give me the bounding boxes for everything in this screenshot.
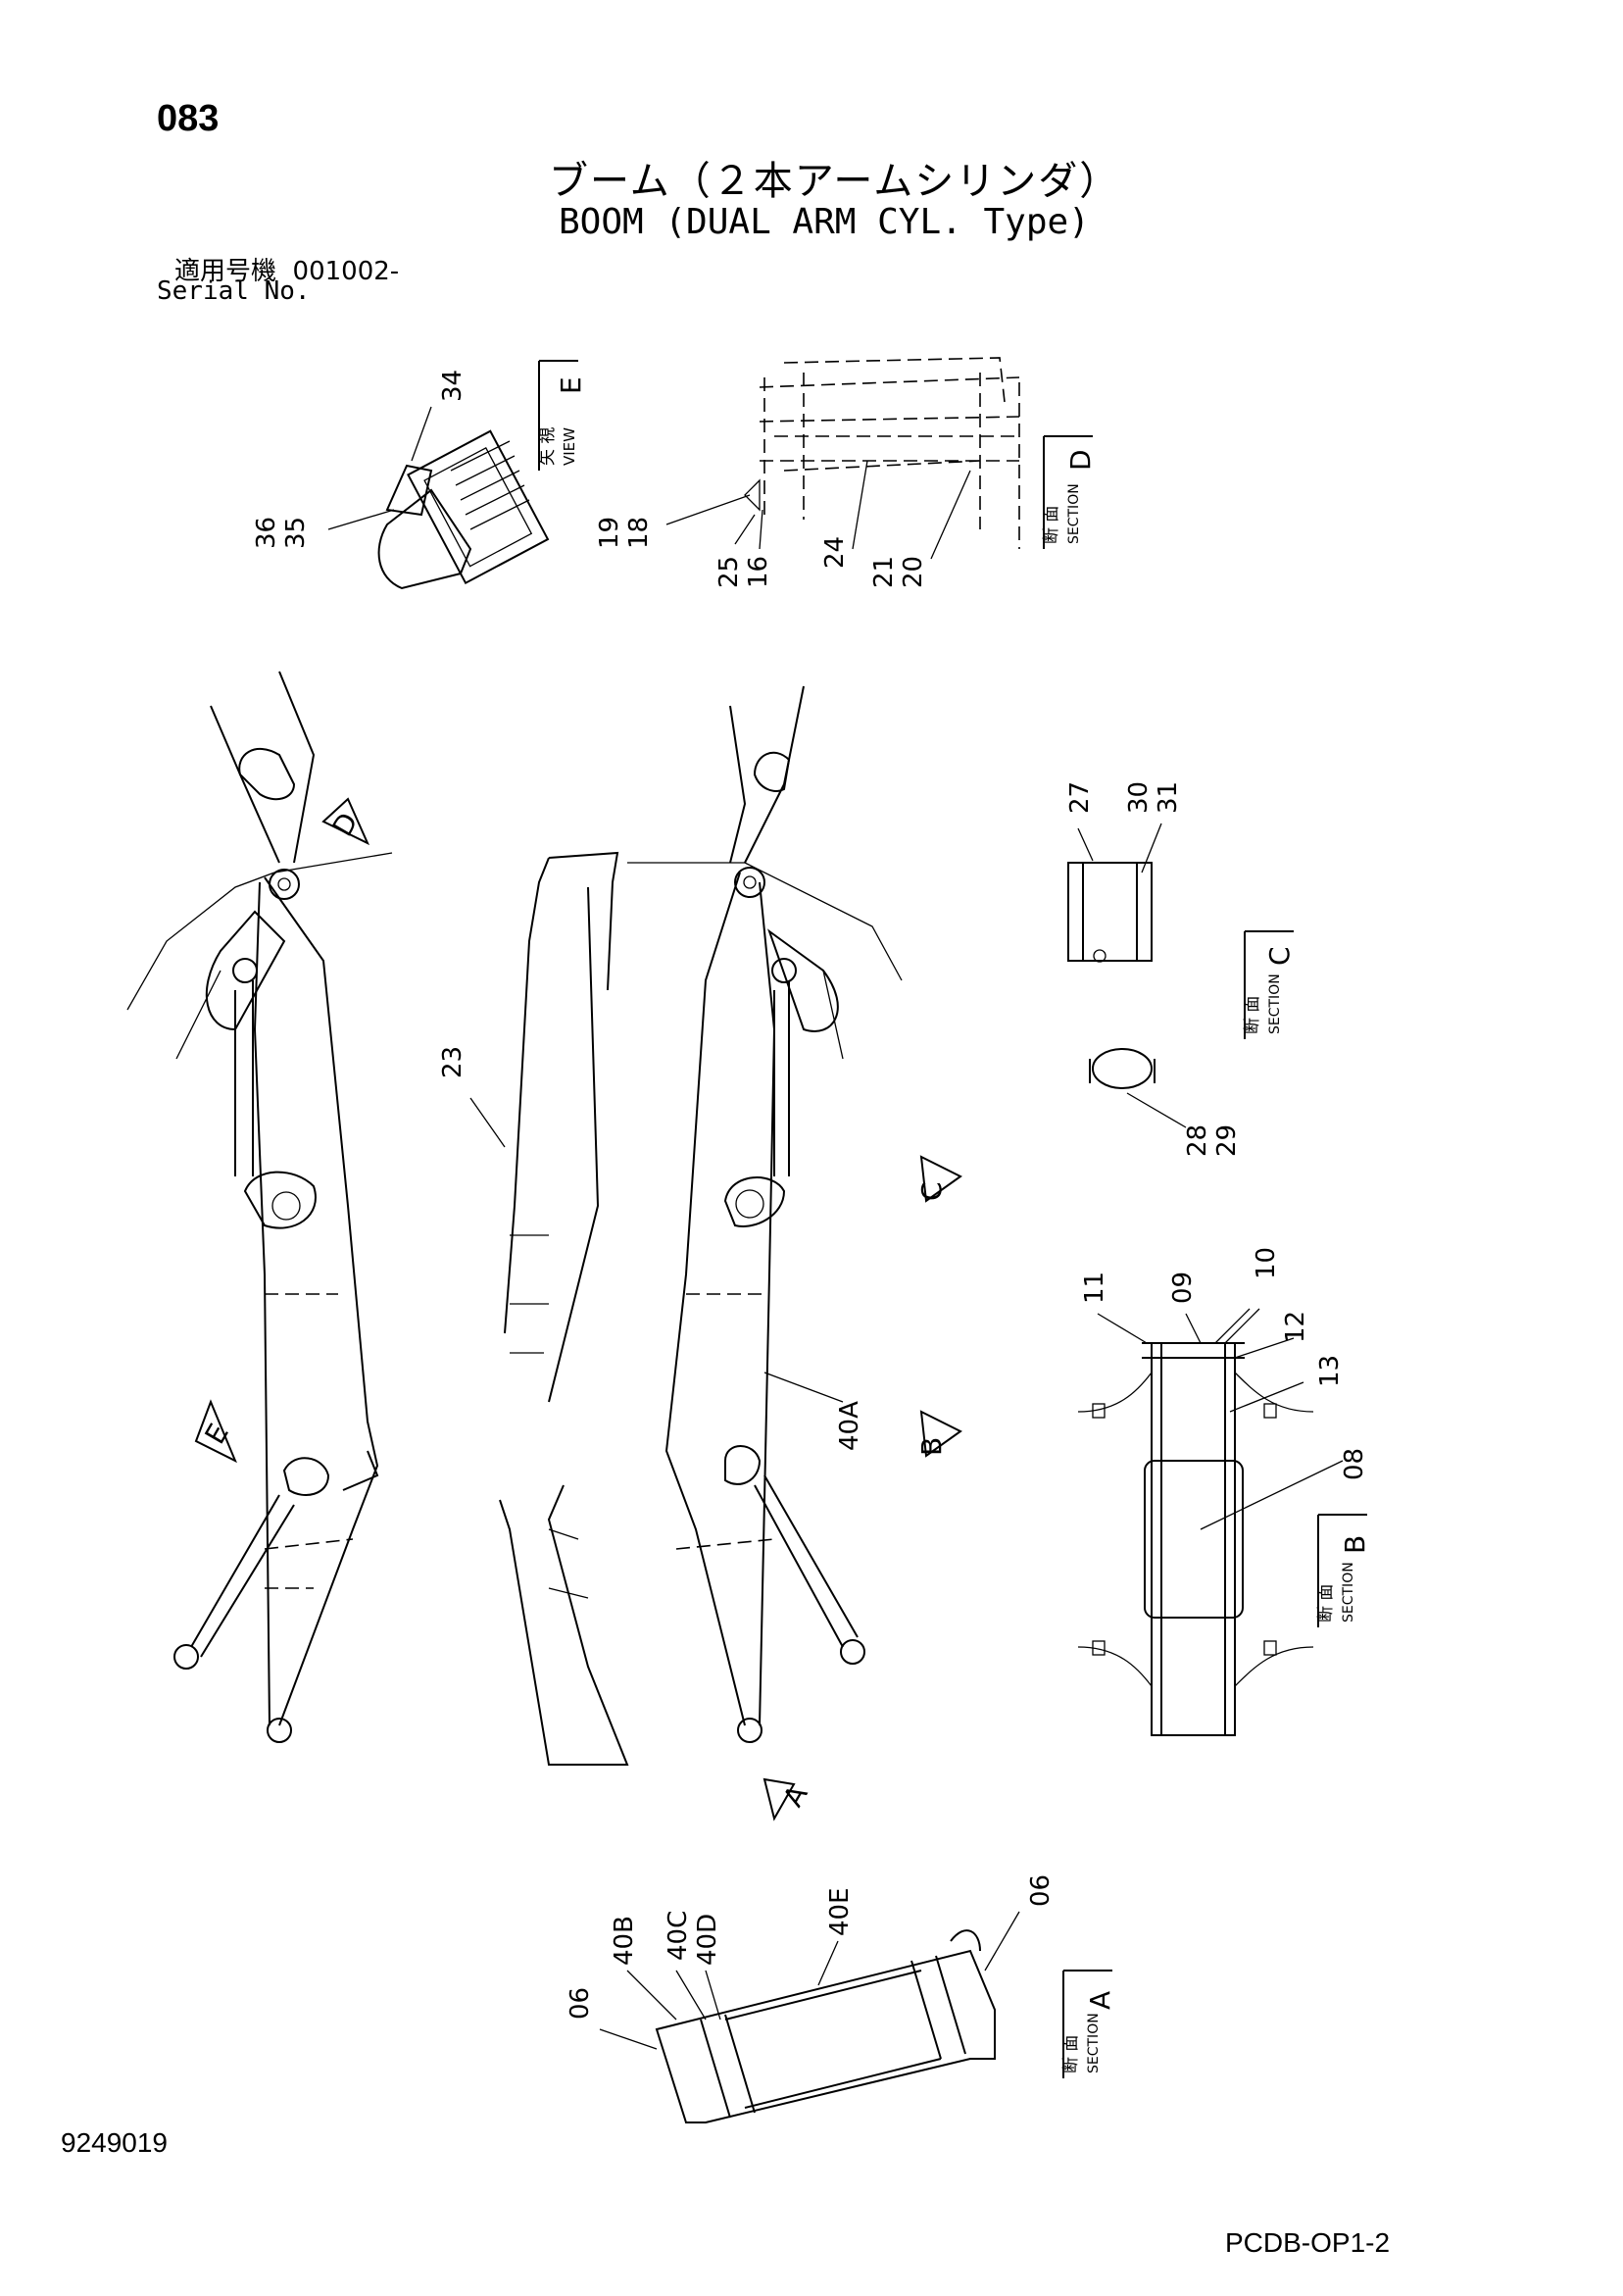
callout-27: 27 [1065,781,1095,814]
callout-19: 19 [595,517,624,549]
section-b-jp: 断 面 [1316,1584,1336,1622]
section-d-letter: D [1064,449,1097,471]
callout-24: 24 [820,536,850,569]
view-e-detail: 34 35 36 矢 視 VIEW E [252,360,587,590]
callout-08: 08 [1340,1448,1369,1480]
callout-10: 10 [1252,1247,1281,1279]
serial-label-japanese: 適用号機 001002- [174,251,399,287]
section-b-en: SECTION [1341,1562,1356,1622]
view-e-letter: E [555,376,587,394]
section-d-jp: 断 面 [1042,506,1061,544]
section-c-detail: 27 30 31 28 29 断 面 SECTION C [1065,781,1296,1157]
arrow-marker-b: B [915,1437,948,1456]
section-d-detail: 18 19 25 16 24 21 20 断 面 SECTION D [595,357,1097,588]
callout-18: 18 [624,517,654,549]
callout-40a: 40A [835,1401,864,1451]
page-number: 083 [157,98,220,139]
drawing-code: PCDB-OP1-2 [1225,2227,1391,2258]
callout-40d: 40D [693,1914,722,1966]
section-b-letter: B [1339,1535,1371,1554]
view-e-en: VIEW [561,427,578,466]
callout-12: 12 [1281,1311,1310,1343]
callout-11: 11 [1080,1272,1109,1304]
callout-40e: 40E [825,1887,855,1936]
callout-40b: 40B [610,1916,639,1966]
callout-29: 29 [1212,1124,1242,1157]
callout-06-right: 06 [1026,1874,1056,1907]
serial-value: 001002- [292,257,400,286]
serial-label-jp: 適用号機 [174,257,277,286]
callout-40c: 40C [664,1911,693,1961]
callout-13: 13 [1315,1355,1345,1387]
section-a-en: SECTION [1086,2013,1102,2073]
callout-34: 34 [438,370,467,402]
page-title-japanese: ブーム（２本アームシリンダ） [549,159,1121,204]
callout-30: 30 [1124,781,1154,814]
section-d-en: SECTION [1066,483,1082,544]
callout-23: 23 [438,1046,467,1078]
callout-36: 36 [252,517,281,549]
section-a-letter: A [1084,1991,1116,2010]
callout-09: 09 [1168,1272,1198,1304]
callout-35: 35 [281,517,311,549]
arrow-marker-c: C [915,1181,948,1201]
section-c-en: SECTION [1267,973,1283,1034]
section-c-jp: 断 面 [1243,996,1262,1034]
view-e-jp: 矢 視 [538,427,558,466]
callout-25: 25 [714,556,744,588]
boom-top-view-center: 23 [438,851,629,1766]
section-b-detail: 11 09 10 12 13 08 断 面 SECTION B [1077,1247,1371,1736]
callout-20: 20 [899,556,928,588]
section-a-jp: 断 面 [1061,2035,1081,2073]
callout-06-left: 06 [566,1987,595,2020]
boom-side-view-left: D E [126,671,393,1743]
callout-31: 31 [1154,781,1183,814]
callout-28: 28 [1183,1124,1212,1157]
serial-label-english: Serial No. [157,276,311,306]
section-c-letter: C [1263,946,1296,966]
callout-21: 21 [869,556,899,588]
callout-16: 16 [744,556,773,588]
arrow-marker-a: A [776,1779,813,1812]
document-number: 9249019 [61,2127,169,2158]
boom-side-view-right: 40A C B A [627,685,962,1822]
section-a-detail: 06 40B 40C 40D 40E 06 断 面 SECTION A [566,1874,1116,2123]
page-title-english: BOOM (DUAL ARM CYL. Type) [559,202,1090,242]
